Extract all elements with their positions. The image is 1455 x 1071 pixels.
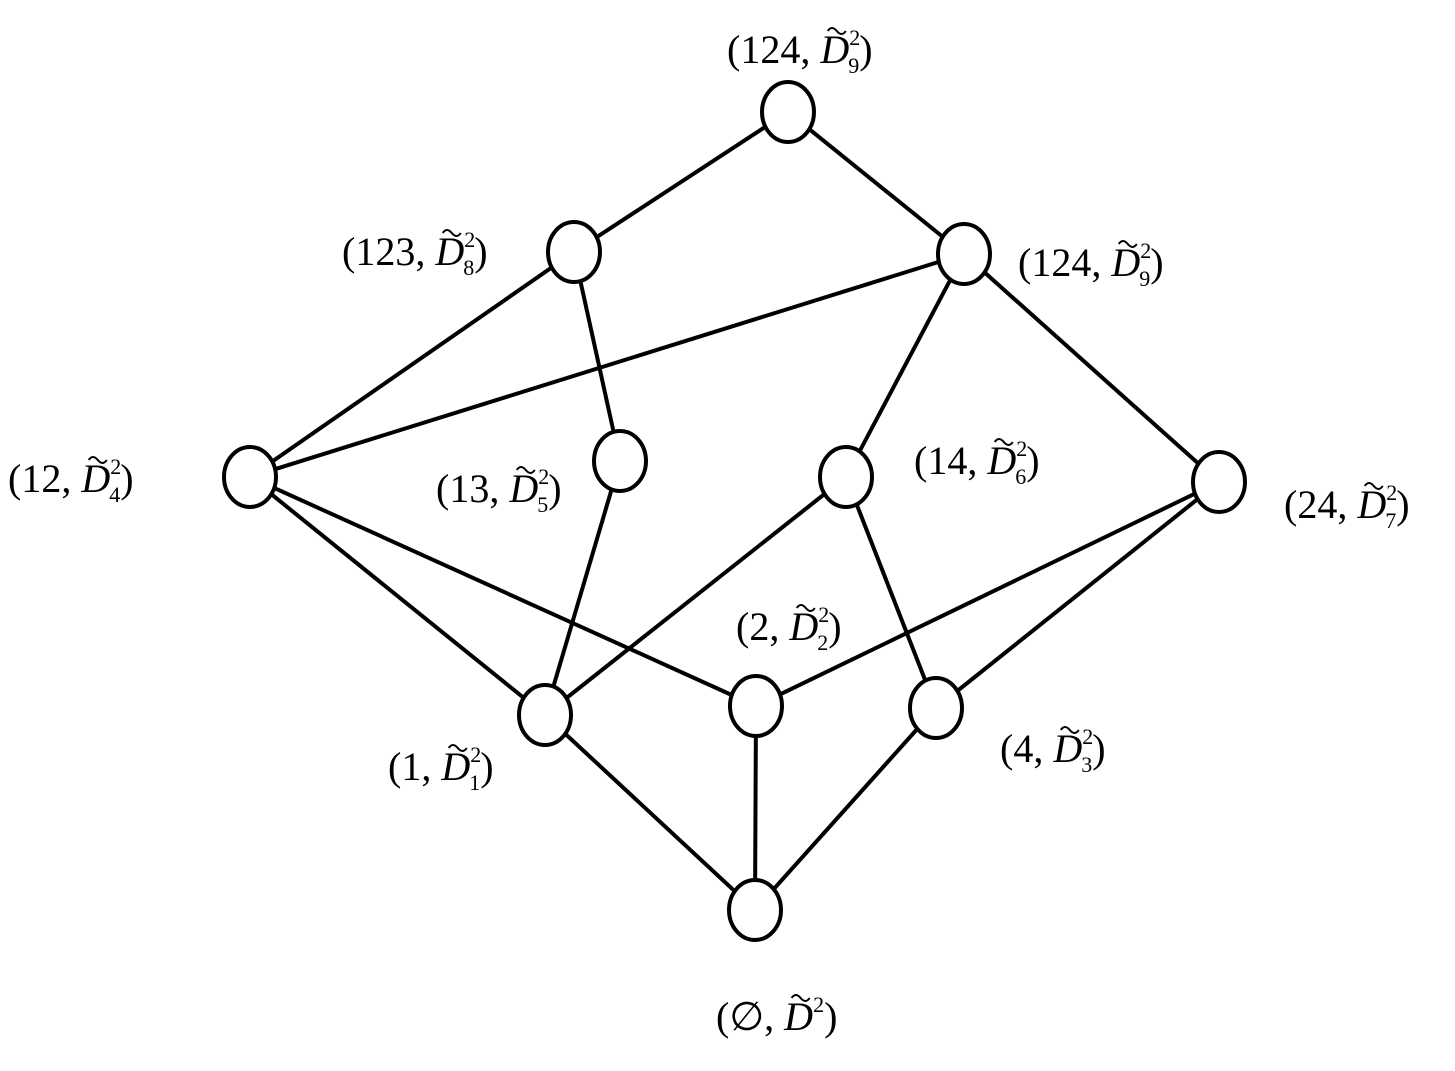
tilde-accent [1117, 240, 1138, 248]
tilde-accent [826, 27, 847, 35]
edge-n14-n1 [543, 475, 848, 717]
node-top [760, 80, 816, 144]
node-n2 [728, 674, 784, 738]
edge-n12-n2 [249, 475, 757, 708]
node-n4 [908, 676, 964, 740]
tilde-accent [790, 994, 811, 1002]
node-n13 [592, 429, 648, 493]
edge-n123-n12 [248, 250, 576, 479]
tilde-accent [447, 744, 468, 752]
tilde-accent [993, 438, 1014, 446]
edge-n124-n14 [844, 253, 966, 478]
edge-n24-n2 [755, 480, 1220, 708]
edge-top-n124 [786, 110, 966, 256]
edge-top-n123 [572, 110, 790, 254]
edge-n124-n24 [962, 252, 1221, 484]
node-n1 [517, 683, 573, 747]
edge-n13-n1 [543, 460, 622, 716]
nodes [222, 80, 1247, 942]
tilde-accent [795, 604, 816, 612]
node-n123 [546, 220, 602, 284]
edge-n2-bot [753, 705, 758, 911]
edge-n12-n1 [248, 475, 547, 717]
node-label-bot: (∅, D2) [716, 992, 837, 1039]
node-n24 [1191, 450, 1247, 514]
node-n14 [818, 445, 874, 509]
edges [248, 110, 1221, 912]
edge-n124-n12 [249, 252, 965, 479]
tilde-accent [441, 229, 462, 237]
tilde-accent [1059, 726, 1080, 734]
edge-n1-bot [543, 713, 757, 912]
tilde-accent [87, 456, 108, 464]
tilde-accent [515, 466, 536, 474]
tilde-accent [1363, 482, 1384, 490]
edge-n123-n13 [572, 251, 622, 462]
edge-n24-n4 [934, 480, 1221, 710]
node-n124 [936, 222, 992, 286]
edge-n4-bot [753, 706, 938, 912]
node-bot [727, 878, 783, 942]
node-n12 [222, 445, 278, 509]
edge-n14-n4 [844, 476, 938, 709]
